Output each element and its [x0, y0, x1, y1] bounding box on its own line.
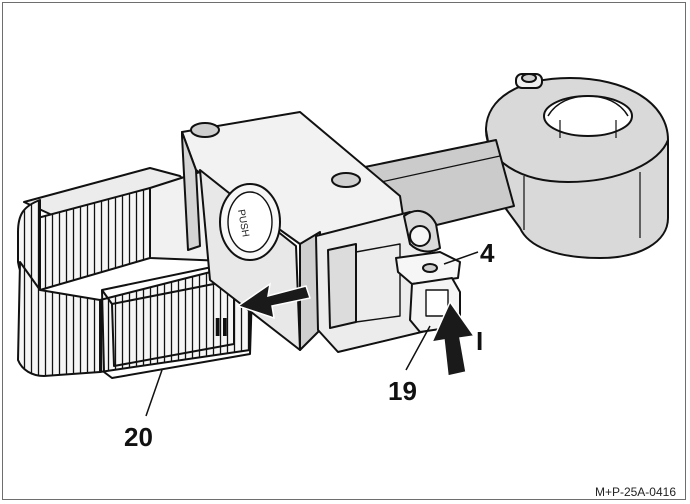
callout-step-2: II [214, 312, 228, 342]
figure-reference-code: M+P-25A-0416 [595, 485, 676, 499]
callout-part-19: 19 [388, 376, 417, 406]
arrow-step-1 [430, 300, 476, 377]
callout-part-4: 4 [480, 238, 495, 268]
callout-part-20: 20 [124, 422, 153, 452]
figure-frame [2, 2, 686, 500]
leader-line-19 [405, 325, 431, 371]
pipe-clamp [485, 73, 669, 259]
callout-step-1: I [476, 326, 483, 356]
arrow-step-2 [236, 282, 311, 320]
leader-line-4 [443, 251, 479, 265]
push-button-text: PUSH [235, 209, 251, 238]
leader-line-20 [145, 369, 163, 417]
main-housing: PUSH [181, 111, 405, 351]
arrows [236, 282, 476, 377]
leader-lines [145, 251, 479, 417]
